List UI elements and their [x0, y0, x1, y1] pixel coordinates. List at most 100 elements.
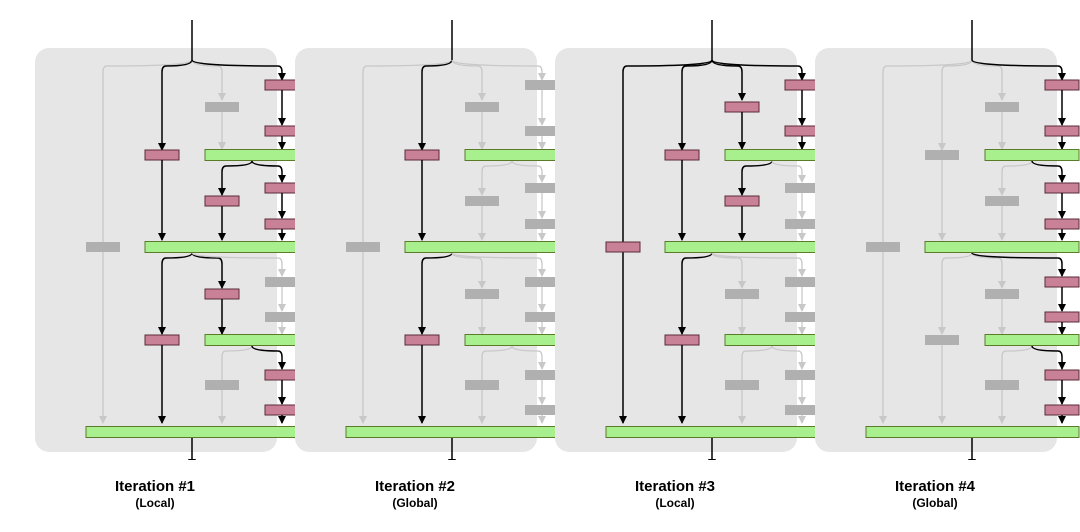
- edge-c2: [158, 252, 193, 335]
- block-h2a: [204, 195, 240, 207]
- edge-c2-col2: [191, 252, 226, 289]
- merge-bar-1: [724, 149, 820, 161]
- block-h3b-2: [785, 405, 819, 415]
- iteration-2-title: Iteration #2: [374, 478, 456, 495]
- block-col3-a: [264, 79, 300, 91]
- edge-h3a: [738, 345, 773, 424]
- block-col1-a: [404, 149, 440, 161]
- edge-c2-col3: [191, 252, 286, 277]
- block-c2-col2: [204, 288, 240, 300]
- edge-col1-top: [158, 59, 193, 151]
- edge-h3b: [251, 345, 286, 370]
- merge-bar-2: [404, 241, 560, 253]
- block-col3-a: [1044, 79, 1080, 91]
- merge-bar-final: [865, 426, 1080, 438]
- merge-bar-3: [984, 334, 1080, 346]
- edge-h2b: [511, 160, 546, 183]
- block-col0: [346, 242, 380, 252]
- iteration-2-graph: [295, 20, 560, 460]
- block-h3b-2: [264, 404, 300, 416]
- block-c2-col3-a: [525, 277, 559, 287]
- block-h2b-2: [264, 218, 300, 230]
- block-col2-a: [205, 102, 239, 112]
- block-h2b-1: [1044, 182, 1080, 194]
- block-col3-a: [525, 80, 559, 90]
- merge-bar-final: [605, 426, 820, 438]
- block-col2-a: [465, 102, 499, 112]
- block-h3a: [985, 380, 1019, 390]
- iteration-2-caption: Iteration #2 (Global): [295, 478, 535, 511]
- block-c2-col3-a: [785, 277, 819, 287]
- merge-bar-3: [204, 334, 300, 346]
- edge-h3a: [218, 345, 253, 424]
- block-h3b-1: [525, 370, 559, 380]
- block-col3-a: [784, 79, 820, 91]
- edge-h3a: [998, 345, 1033, 424]
- edge-h2b: [1031, 160, 1066, 183]
- block-h2b-2: [525, 219, 559, 229]
- merge-bar-final: [85, 426, 300, 438]
- edge-col3-top: [971, 59, 1066, 81]
- block-h2a: [985, 196, 1019, 206]
- block-col1-a: [144, 149, 180, 161]
- edge-col3-top: [191, 59, 286, 81]
- iteration-3-caption: Iteration #3 (Local): [555, 478, 795, 511]
- block-col3-b: [525, 126, 559, 136]
- block-c2-col1: [144, 334, 180, 346]
- block-col1-a: [925, 150, 959, 160]
- edge-col2-top: [711, 59, 746, 101]
- edge-col0: [619, 59, 713, 424]
- block-c2-col1: [404, 334, 440, 346]
- edge-h3b: [771, 345, 806, 370]
- block-h2b-2: [785, 219, 819, 229]
- block-c2-col1: [925, 335, 959, 345]
- iteration-3-title: Iteration #3: [634, 478, 716, 495]
- block-h2b-1: [525, 183, 559, 193]
- edge-h2a: [738, 160, 773, 196]
- block-col2-a: [985, 102, 1019, 112]
- block-c2-col2: [465, 289, 499, 299]
- edge-c2-col2: [711, 252, 746, 289]
- merge-bar-2: [924, 241, 1080, 253]
- merge-bar-3: [724, 334, 820, 346]
- iteration-diagram: [35, 20, 1080, 460]
- merge-bar-1: [464, 149, 560, 161]
- edge-col0: [99, 59, 193, 424]
- edge-c2: [678, 252, 713, 335]
- block-col3-b: [1044, 125, 1080, 137]
- edge-c2: [418, 252, 453, 335]
- merge-bar-1: [204, 149, 300, 161]
- iteration-1-graph: [35, 20, 300, 460]
- block-h3a: [465, 380, 499, 390]
- edge-c2-col3: [451, 252, 546, 277]
- block-h3b-1: [785, 370, 819, 380]
- merge-bar-2: [144, 241, 300, 253]
- iteration-1-subtitle: (Local): [135, 496, 175, 510]
- merge-bar-2: [664, 241, 820, 253]
- edge-col0: [879, 59, 973, 424]
- block-c2-col3-a: [1044, 276, 1080, 288]
- block-col0: [866, 242, 900, 252]
- edge-col2-top: [191, 59, 226, 101]
- block-col1-a: [664, 149, 700, 161]
- edge-c2-col2: [451, 252, 486, 289]
- block-h3b-2: [525, 405, 559, 415]
- block-h2b-1: [264, 182, 300, 194]
- edge-h3a: [478, 345, 513, 424]
- iteration-4-caption: Iteration #4 (Global): [815, 478, 1055, 511]
- block-h3a: [725, 380, 759, 390]
- block-h2a: [465, 196, 499, 206]
- edge-h3b: [1031, 345, 1066, 370]
- iteration-4-subtitle: (Global): [912, 496, 958, 510]
- edge-col1-top: [678, 59, 713, 151]
- edge-c2: [938, 252, 973, 335]
- merge-bar-final: [345, 426, 560, 438]
- edge-col1-top: [938, 59, 973, 151]
- block-col2-a: [724, 101, 760, 113]
- edge-col3-top: [711, 59, 806, 81]
- block-col0: [86, 242, 120, 252]
- iteration-3-graph: [555, 20, 820, 460]
- block-h3b-1: [264, 369, 300, 381]
- edge-col0: [359, 59, 453, 424]
- block-col3-b: [784, 125, 820, 137]
